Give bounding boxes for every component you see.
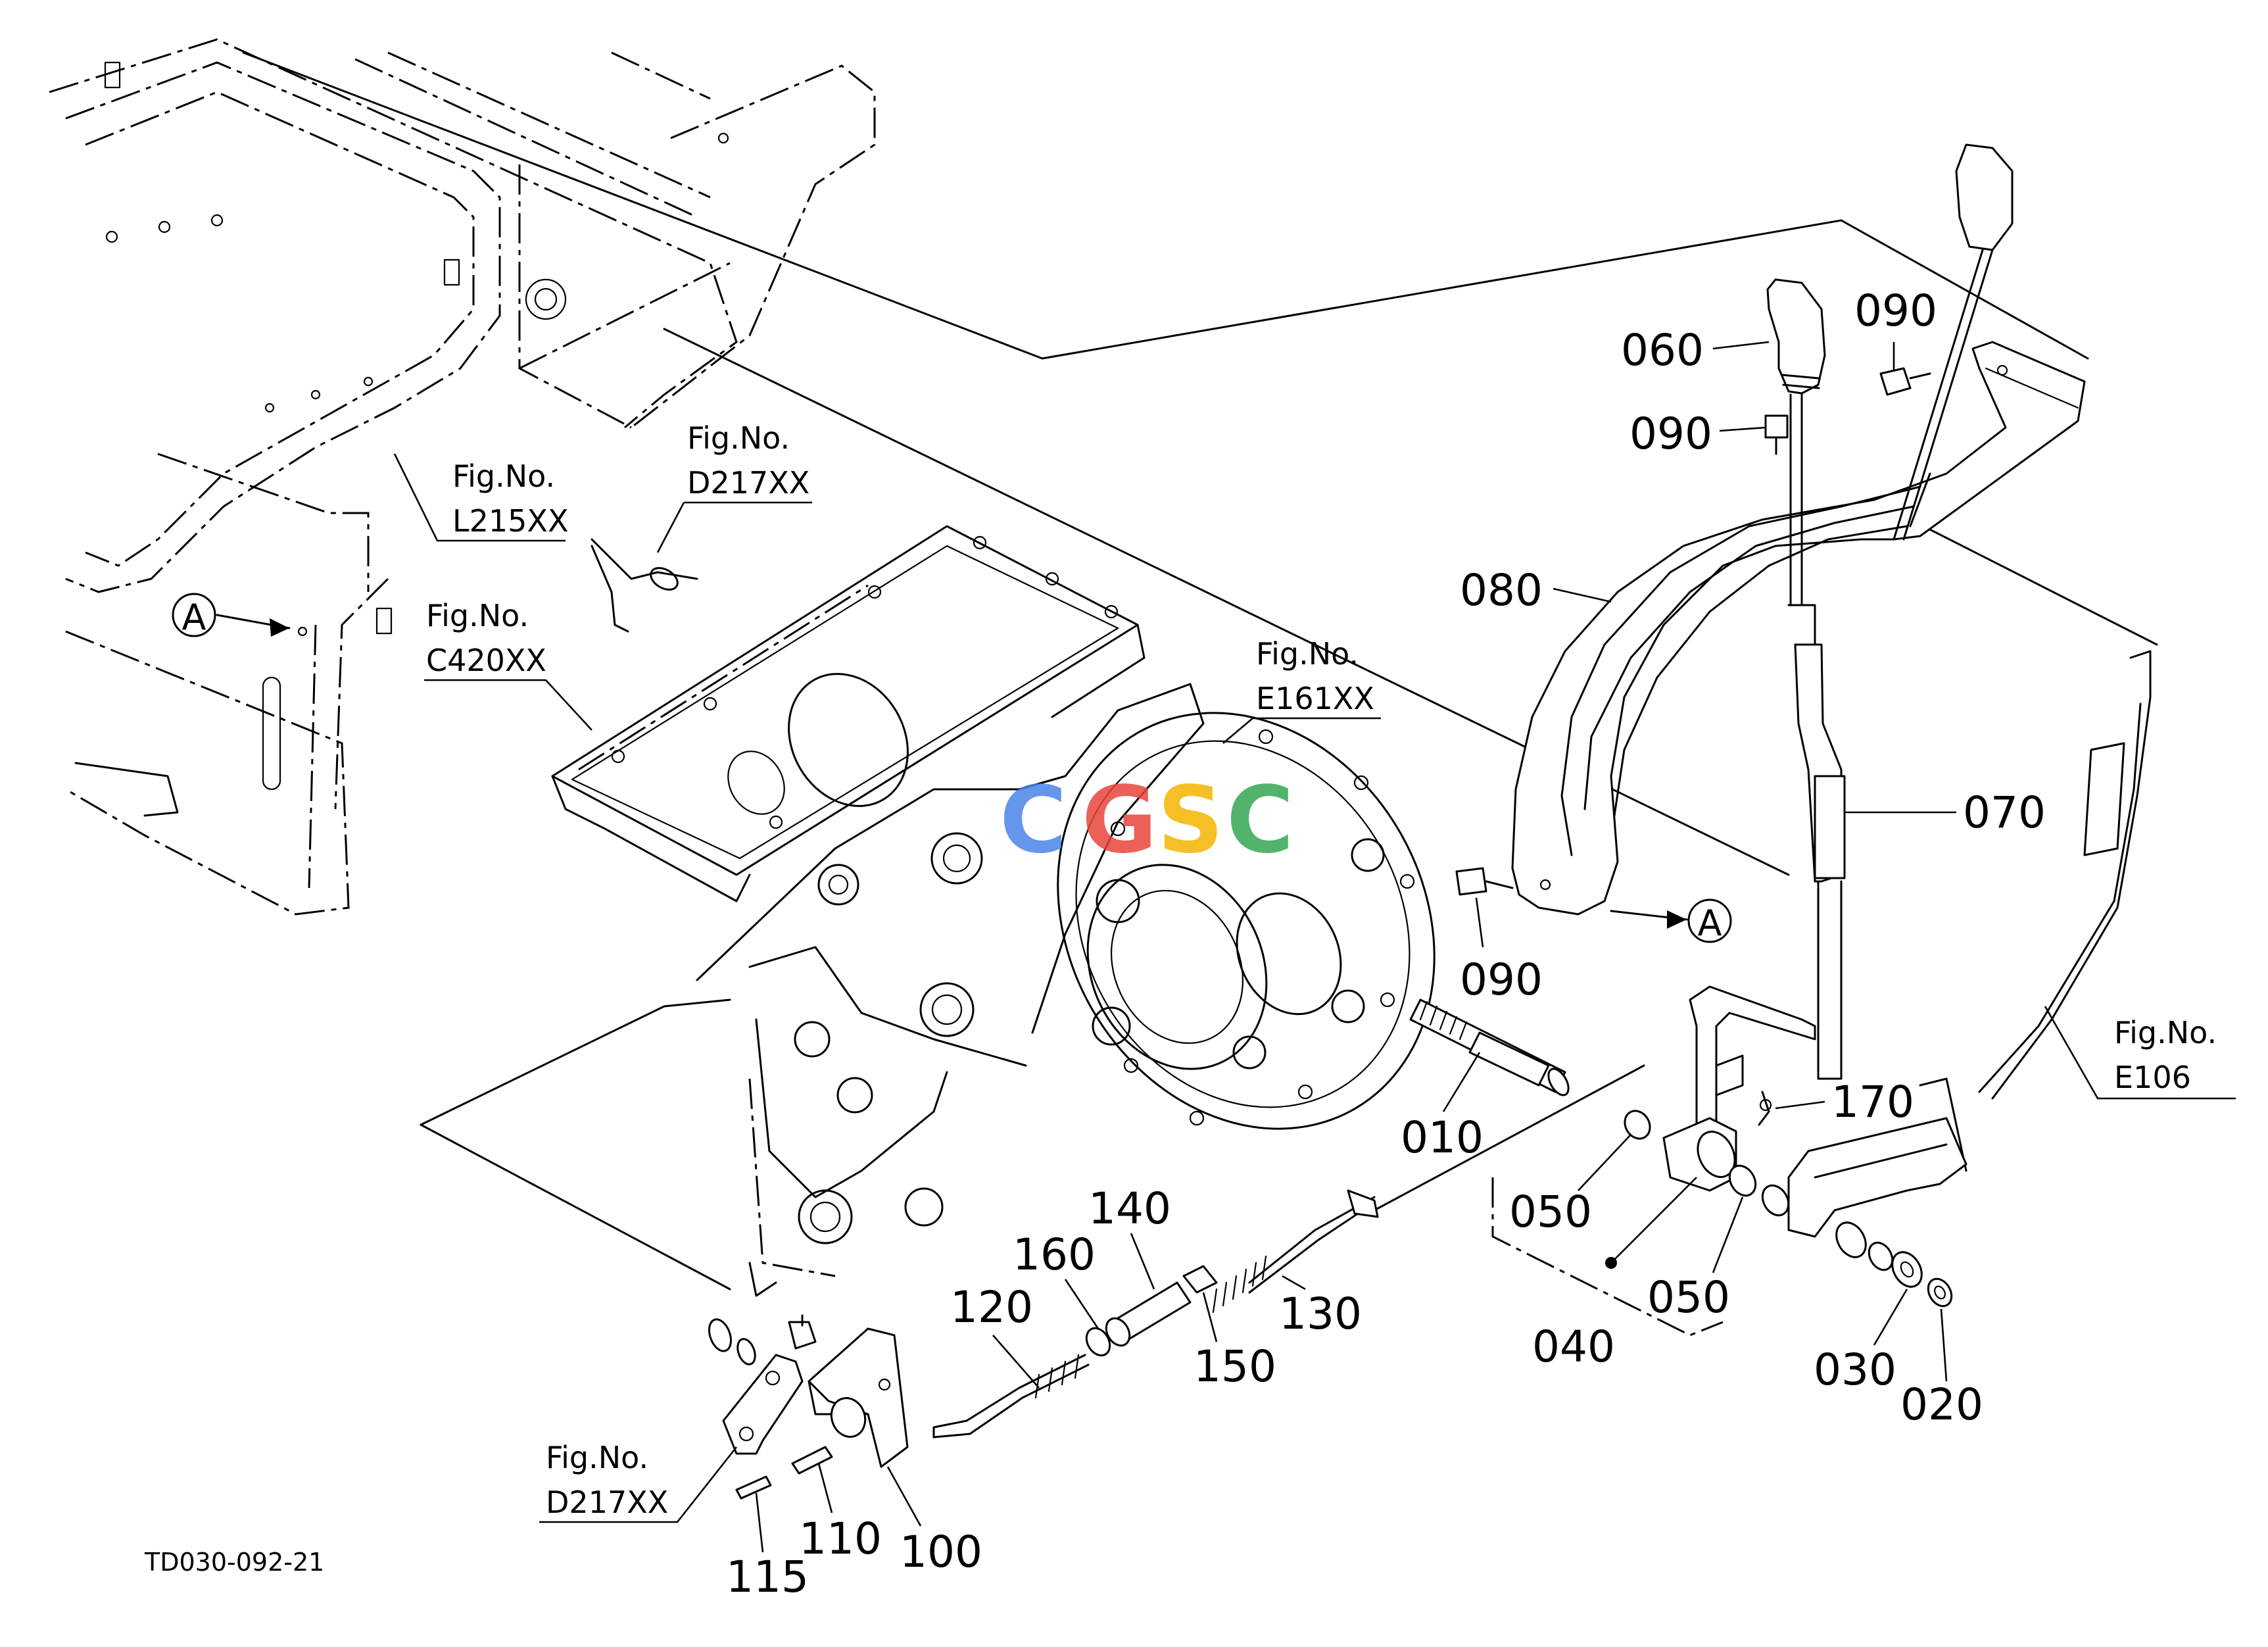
part-label-140-text: 140 [1088, 1183, 1171, 1234]
part-label-140[interactable]: 140 [1088, 1183, 1171, 1290]
part-label-050-right[interactable]: 050 [1647, 1196, 1744, 1323]
lever-e106 [1893, 143, 2152, 1172]
part-label-130-text: 130 [1279, 1289, 1362, 1339]
figure-ref-l215-label: Fig.No. [452, 458, 555, 494]
figure-ref-d217-top-label: Fig.No. [687, 420, 790, 456]
part-label-050-right-text: 050 [1647, 1272, 1730, 1323]
lever-070 [1787, 393, 1846, 1080]
washers [1624, 1110, 1953, 1308]
rod-120 [932, 1354, 1090, 1438]
drawing-code: TD030-092-21 [144, 1548, 324, 1577]
part-label-110[interactable]: 110 [799, 1463, 882, 1564]
part-label-050-left[interactable]: 050 [1509, 1134, 1631, 1237]
shaft-010 [1409, 998, 1570, 1096]
part-label-080[interactable]: 080 [1460, 565, 1612, 616]
pins-110-115 [735, 1446, 833, 1500]
part-label-090-top-text: 090 [1854, 285, 1937, 336]
part-label-090-top[interactable]: 090 [1854, 285, 1937, 372]
fender-platform [49, 38, 876, 916]
watermark: C G S C [1000, 767, 1294, 874]
part-label-020[interactable]: 020 [1900, 1308, 1983, 1430]
part-label-130[interactable]: 130 [1279, 1275, 1362, 1339]
part-label-150-text: 150 [1194, 1341, 1276, 1392]
part-label-100-text: 100 [900, 1527, 982, 1577]
part-label-120[interactable]: 120 [950, 1282, 1040, 1389]
figure-ref-c420-label: Fig.No. [426, 598, 529, 633]
part-label-070-text: 070 [1963, 787, 2046, 838]
figure-ref-d217-bottom-label: Fig.No. [546, 1440, 648, 1475]
watermark-letter-3: S [1157, 767, 1224, 874]
part-label-020-text: 020 [1900, 1379, 1983, 1430]
part-label-160-text: 160 [1013, 1229, 1096, 1280]
part-label-080-text: 080 [1460, 565, 1543, 616]
figure-ref-e106-label: Fig.No. [2114, 1015, 2217, 1050]
callout-a-right-label: A [1698, 902, 1722, 944]
figure-ref-d217-bottom[interactable]: Fig.No. D217XX [539, 1440, 738, 1523]
part-label-040-text: 040 [1532, 1321, 1615, 1372]
bolts-090 [1455, 367, 1931, 896]
figure-ref-l215[interactable]: Fig.No. L215XX [393, 453, 568, 542]
figure-ref-d217-top[interactable]: Fig.No. D217XX [656, 420, 812, 553]
part-label-110-text: 110 [799, 1513, 882, 1564]
transmission-housing [551, 525, 1436, 1297]
part-label-120-text: 120 [950, 1282, 1033, 1333]
pin-170 [1758, 1091, 1772, 1126]
part-label-070[interactable]: 070 [1845, 787, 2046, 838]
figure-ref-e106[interactable]: Fig.No. E106 [2044, 1006, 2236, 1100]
knob-060 [1766, 278, 1826, 395]
figure-ref-c420[interactable]: Fig.No. C420XX [424, 598, 592, 731]
watermark-letter-1: C [1000, 767, 1067, 874]
part-label-100[interactable]: 100 [886, 1466, 982, 1577]
callout-a-right: A [1610, 898, 1732, 944]
part-label-115[interactable]: 115 [726, 1492, 809, 1602]
shift-arm-040 [1491, 985, 1816, 1337]
part-label-170-text: 170 [1831, 1077, 1914, 1127]
part-label-090-mid-text: 090 [1629, 408, 1712, 459]
part-label-040[interactable]: 040 [1532, 1177, 1697, 1372]
part-label-170[interactable]: 170 [1775, 1077, 1914, 1127]
figure-ref-d217-top-code: D217XX [687, 465, 809, 501]
lever-guide-080 [1511, 341, 2086, 916]
figure-ref-e161-code: E161XX [1256, 681, 1374, 716]
part-label-050-left-text: 050 [1509, 1187, 1592, 1237]
callout-a-left: A [172, 593, 291, 638]
part-label-010[interactable]: 010 [1401, 1052, 1484, 1163]
part-label-090-low-text: 090 [1460, 954, 1543, 1005]
part-label-060[interactable]: 060 [1621, 325, 1770, 376]
part-label-090-mid[interactable]: 090 [1629, 408, 1766, 459]
part-label-030[interactable]: 030 [1814, 1289, 1908, 1395]
figure-ref-e106-code: E106 [2114, 1060, 2191, 1095]
part-label-160[interactable]: 160 [1013, 1229, 1099, 1329]
bracket-100 [808, 1327, 909, 1468]
part-label-030-text: 030 [1814, 1344, 1896, 1395]
figure-ref-e161[interactable]: Fig.No. E161XX [1222, 636, 1381, 744]
part-label-115-text: 115 [726, 1552, 809, 1602]
turnbuckle-assembly [1085, 1265, 1218, 1357]
plate-d217 [708, 1314, 817, 1455]
figure-ref-e161-label: Fig.No. [1256, 636, 1359, 672]
figure-ref-c420-code: C420XX [426, 643, 546, 678]
part-label-010-text: 010 [1401, 1112, 1484, 1163]
watermark-letter-2: G [1082, 767, 1157, 874]
bracket-right [1787, 1117, 1967, 1238]
part-label-060-text: 060 [1621, 325, 1704, 376]
part-label-090-low[interactable]: 090 [1460, 897, 1543, 1005]
watermark-letter-4: C [1226, 767, 1294, 874]
part-label-150[interactable]: 150 [1194, 1292, 1276, 1392]
figure-ref-l215-code: L215XX [452, 503, 568, 539]
rod-130 [1212, 1189, 1379, 1314]
figure-ref-d217-bottom-code: D217XX [546, 1485, 668, 1520]
callout-a-left-label: A [182, 597, 206, 638]
